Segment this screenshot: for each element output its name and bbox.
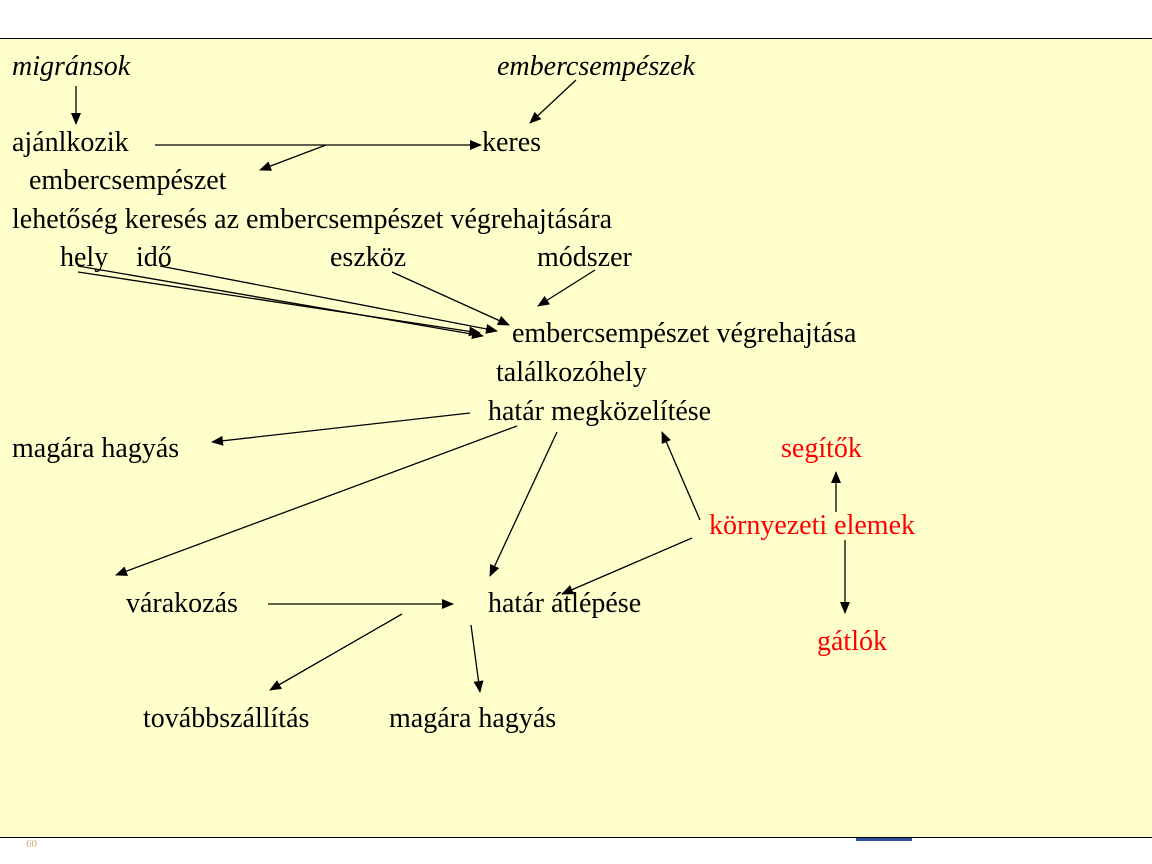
node-magara-hagyas-2: magára hagyás bbox=[389, 703, 557, 734]
arrow-eszkoz-vegrehajtas bbox=[391, 271, 510, 326]
node-gatlok: gátlók bbox=[817, 626, 887, 657]
node-modszer: módszer bbox=[537, 242, 632, 273]
arrow-hatar-atlepese bbox=[489, 431, 558, 577]
arrow-hely-vegrehajtas-1 bbox=[77, 265, 484, 340]
node-tovabbszallitas: továbbszállítás bbox=[143, 703, 310, 734]
arrow-hely-vegrehajtas-2 bbox=[77, 271, 481, 337]
arrow-embercsempeszek-keres bbox=[529, 79, 577, 124]
node-kornyezeti-elemek: környezeti elemek bbox=[709, 510, 916, 541]
node-varakozas: várakozás bbox=[126, 588, 238, 619]
node-magara-hagyas-1: magára hagyás bbox=[12, 433, 180, 464]
footer-accent-bar bbox=[856, 838, 912, 841]
node-hatar-atlepese: határ átlépése bbox=[488, 588, 642, 619]
arrow-hatar-varakozas bbox=[115, 425, 518, 576]
node-embercsempeszet: embercsempészet bbox=[29, 165, 227, 196]
arrow-kornyezeti-hatar-megkozelitese bbox=[661, 431, 701, 521]
arrow-kornyezeti-hatar-atlepese bbox=[561, 537, 693, 595]
node-hely: hely bbox=[60, 242, 109, 273]
node-lehetoseg: lehetőség keresés az embercsempészet vég… bbox=[12, 204, 613, 235]
node-eszkoz: eszköz bbox=[330, 242, 407, 273]
page-number: 60 bbox=[26, 838, 37, 850]
arrow-modszer-vegrehajtas bbox=[537, 269, 596, 307]
arrow-atlepese-magara-hagyas bbox=[470, 624, 484, 693]
arrow-hatar-magara-hagyas bbox=[211, 412, 471, 446]
node-talalkozohely: találkozóhely bbox=[496, 357, 647, 388]
arrow-to-embercsempeszet bbox=[259, 144, 327, 171]
node-ajanlkozik: ajánlkozik bbox=[12, 127, 129, 158]
node-vegrehajtas: embercsempészet végrehajtása bbox=[512, 318, 857, 349]
node-embercsempeszek: embercsempészek bbox=[497, 51, 695, 82]
arrow-ido-vegrehajtas bbox=[159, 265, 498, 334]
node-segitok: segítők bbox=[781, 433, 862, 464]
node-migransok: migránsok bbox=[12, 51, 131, 82]
slide-background bbox=[0, 38, 1152, 838]
node-ido: idő bbox=[136, 242, 172, 273]
arrow-varakozas-tovabbszallitas bbox=[269, 613, 403, 691]
node-keres: keres bbox=[482, 127, 542, 158]
node-hatar-megkozelitese: határ megközelítése bbox=[488, 396, 712, 427]
